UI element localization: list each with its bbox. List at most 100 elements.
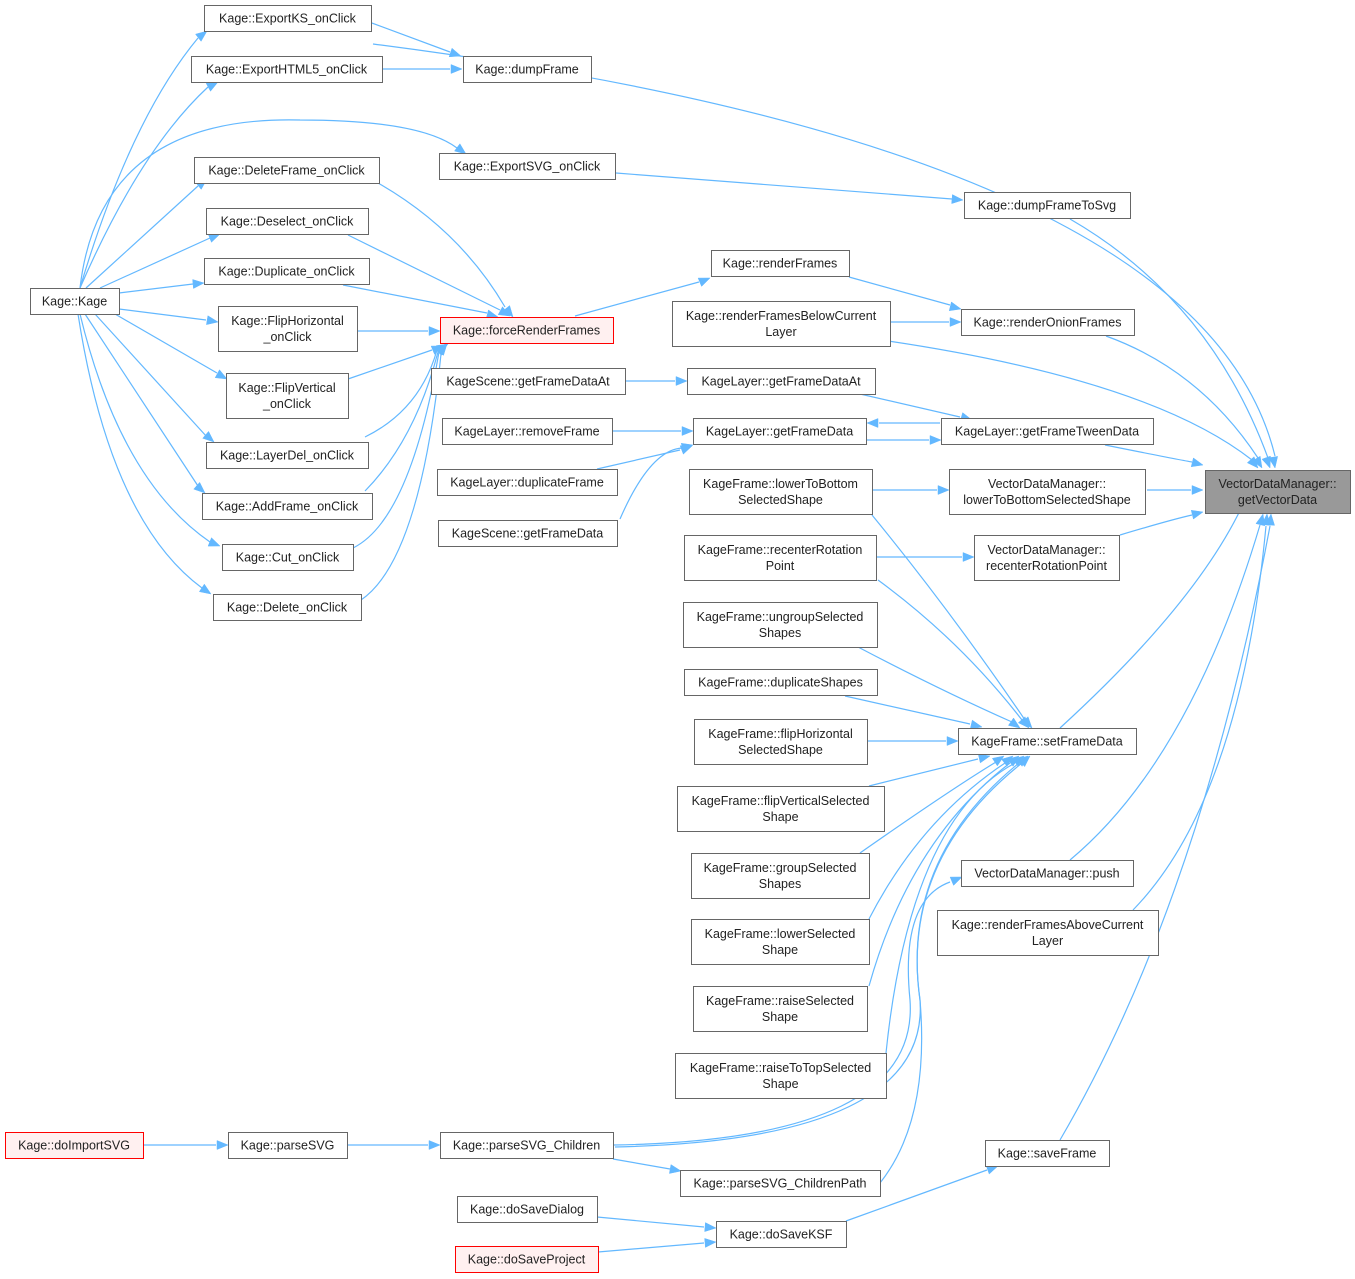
node-doimportsvg[interactable]: Kage::doImportSVG [5, 1132, 144, 1159]
node-box[interactable] [222, 544, 354, 571]
node-dosavedialog[interactable]: Kage::doSaveDialog [457, 1196, 598, 1223]
node-box[interactable] [691, 853, 870, 899]
node-scenegetframedataat[interactable]: KageScene::getFrameDataAt [431, 368, 626, 395]
node-flipvert[interactable]: Kage::FlipVertical_onClick [226, 373, 349, 419]
node-renderonion[interactable]: Kage::renderOnionFrames [961, 309, 1135, 336]
node-box[interactable] [440, 1132, 614, 1159]
node-box[interactable] [675, 1053, 887, 1099]
node-exporthtml5[interactable]: Kage::ExportHTML5_onClick [191, 56, 383, 83]
node-layergetframedata[interactable]: KageLayer::getFrameData [693, 418, 867, 445]
node-scenegetframedata[interactable]: KageScene::getFrameData [438, 520, 618, 547]
node-dumpframetosvg[interactable]: Kage::dumpFrameToSvg [964, 192, 1131, 219]
node-box[interactable] [716, 1221, 847, 1248]
node-kage[interactable]: Kage::Kage [30, 288, 120, 315]
node-box[interactable] [689, 469, 873, 515]
node-layerdel[interactable]: Kage::LayerDel_onClick [206, 442, 369, 469]
node-cut[interactable]: Kage::Cut_onClick [222, 544, 354, 571]
node-box[interactable] [204, 5, 372, 32]
node-renderframes[interactable]: Kage::renderFrames [711, 250, 850, 277]
node-box[interactable] [974, 535, 1120, 581]
node-box[interactable] [455, 1246, 599, 1273]
node-box[interactable] [206, 442, 369, 469]
node-parsesvg[interactable]: Kage::parseSVG [228, 1132, 348, 1159]
node-box[interactable] [191, 56, 383, 83]
node-deleteframe[interactable]: Kage::DeleteFrame_onClick [194, 157, 380, 184]
node-box[interactable] [684, 535, 877, 581]
node-removeframe[interactable]: KageLayer::removeFrame [442, 418, 613, 445]
node-box[interactable] [937, 910, 1159, 956]
node-delete[interactable]: Kage::Delete_onClick [213, 594, 362, 621]
node-dosaveksf[interactable]: Kage::doSaveKSF [716, 1221, 847, 1248]
node-addframe[interactable]: Kage::AddFrame_onClick [202, 493, 373, 520]
node-box[interactable] [693, 418, 867, 445]
node-box[interactable] [440, 317, 614, 344]
node-target[interactable]: VectorDataManager::getVectorData [1205, 470, 1351, 514]
node-layergetframedataat[interactable]: KageLayer::getFrameDataAt [687, 368, 876, 395]
node-dumpframe[interactable]: Kage::dumpFrame [463, 56, 592, 83]
node-box[interactable] [218, 306, 358, 352]
node-box[interactable] [457, 1196, 598, 1223]
node-kf-lowerbottom[interactable]: KageFrame::lowerToBottomSelectedShape [689, 469, 873, 515]
node-box[interactable] [226, 373, 349, 419]
node-box[interactable] [711, 250, 850, 277]
node-vdm-push[interactable]: VectorDataManager::push [961, 860, 1134, 887]
node-parsesvgchildren[interactable]: Kage::parseSVG_Children [440, 1132, 614, 1159]
node-box[interactable] [438, 520, 618, 547]
node-deselect[interactable]: Kage::Deselect_onClick [206, 208, 369, 235]
node-box[interactable] [5, 1132, 144, 1159]
node-dosaveproject[interactable]: Kage::doSaveProject [455, 1246, 599, 1273]
node-exportks[interactable]: Kage::ExportKS_onClick [204, 5, 372, 32]
node-box[interactable] [463, 56, 592, 83]
node-box[interactable] [964, 192, 1131, 219]
node-box[interactable] [30, 288, 120, 315]
node-forcerender[interactable]: Kage::forceRenderFrames [440, 317, 614, 344]
node-box[interactable] [206, 208, 369, 235]
node-setframedata[interactable]: KageFrame::setFrameData [958, 728, 1137, 755]
node-box[interactable] [687, 368, 876, 395]
node-box[interactable] [442, 418, 613, 445]
node-saveframe[interactable]: Kage::saveFrame [985, 1140, 1110, 1167]
node-box[interactable] [949, 469, 1146, 515]
node-box[interactable] [680, 1170, 881, 1197]
node-duplicate[interactable]: Kage::Duplicate_onClick [204, 258, 370, 285]
node-box[interactable] [213, 594, 362, 621]
node-box[interactable] [958, 728, 1137, 755]
node-box[interactable] [439, 153, 616, 180]
node-box[interactable] [683, 602, 878, 648]
node-kf-recenter[interactable]: KageFrame::recenterRotationPoint [684, 535, 877, 581]
node-box[interactable] [694, 719, 868, 765]
node-box[interactable] [985, 1140, 1110, 1167]
node-gettweendata[interactable]: KageLayer::getFrameTweenData [941, 418, 1154, 445]
node-vdm-recenter[interactable]: VectorDataManager::recenterRotationPoint [974, 535, 1120, 581]
node-vdm-lowerbottom[interactable]: VectorDataManager::lowerToBottomSelected… [949, 469, 1146, 515]
node-box[interactable] [961, 309, 1135, 336]
node-box[interactable] [202, 493, 373, 520]
node-box[interactable] [1205, 470, 1351, 514]
node-exportsvg[interactable]: Kage::ExportSVG_onClick [439, 153, 616, 180]
node-box[interactable] [672, 301, 891, 347]
node-box[interactable] [431, 368, 626, 395]
node-box[interactable] [204, 258, 370, 285]
node-box[interactable] [437, 469, 618, 496]
node-fliphoriz[interactable]: Kage::FlipHorizontal_onClick [218, 306, 358, 352]
node-duplicateframe[interactable]: KageLayer::duplicateFrame [437, 469, 618, 496]
node-box[interactable] [691, 919, 870, 965]
node-kf-dupshapes[interactable]: KageFrame::duplicateShapes [684, 669, 878, 696]
node-box[interactable] [941, 418, 1154, 445]
node-box[interactable] [684, 669, 878, 696]
node-box[interactable] [961, 860, 1134, 887]
node-box[interactable] [693, 986, 868, 1032]
node-parsesvgchildrenpath[interactable]: Kage::parseSVG_ChildrenPath [680, 1170, 881, 1197]
node-box[interactable] [228, 1132, 348, 1159]
node-box[interactable] [677, 786, 885, 832]
node-box[interactable] [194, 157, 380, 184]
